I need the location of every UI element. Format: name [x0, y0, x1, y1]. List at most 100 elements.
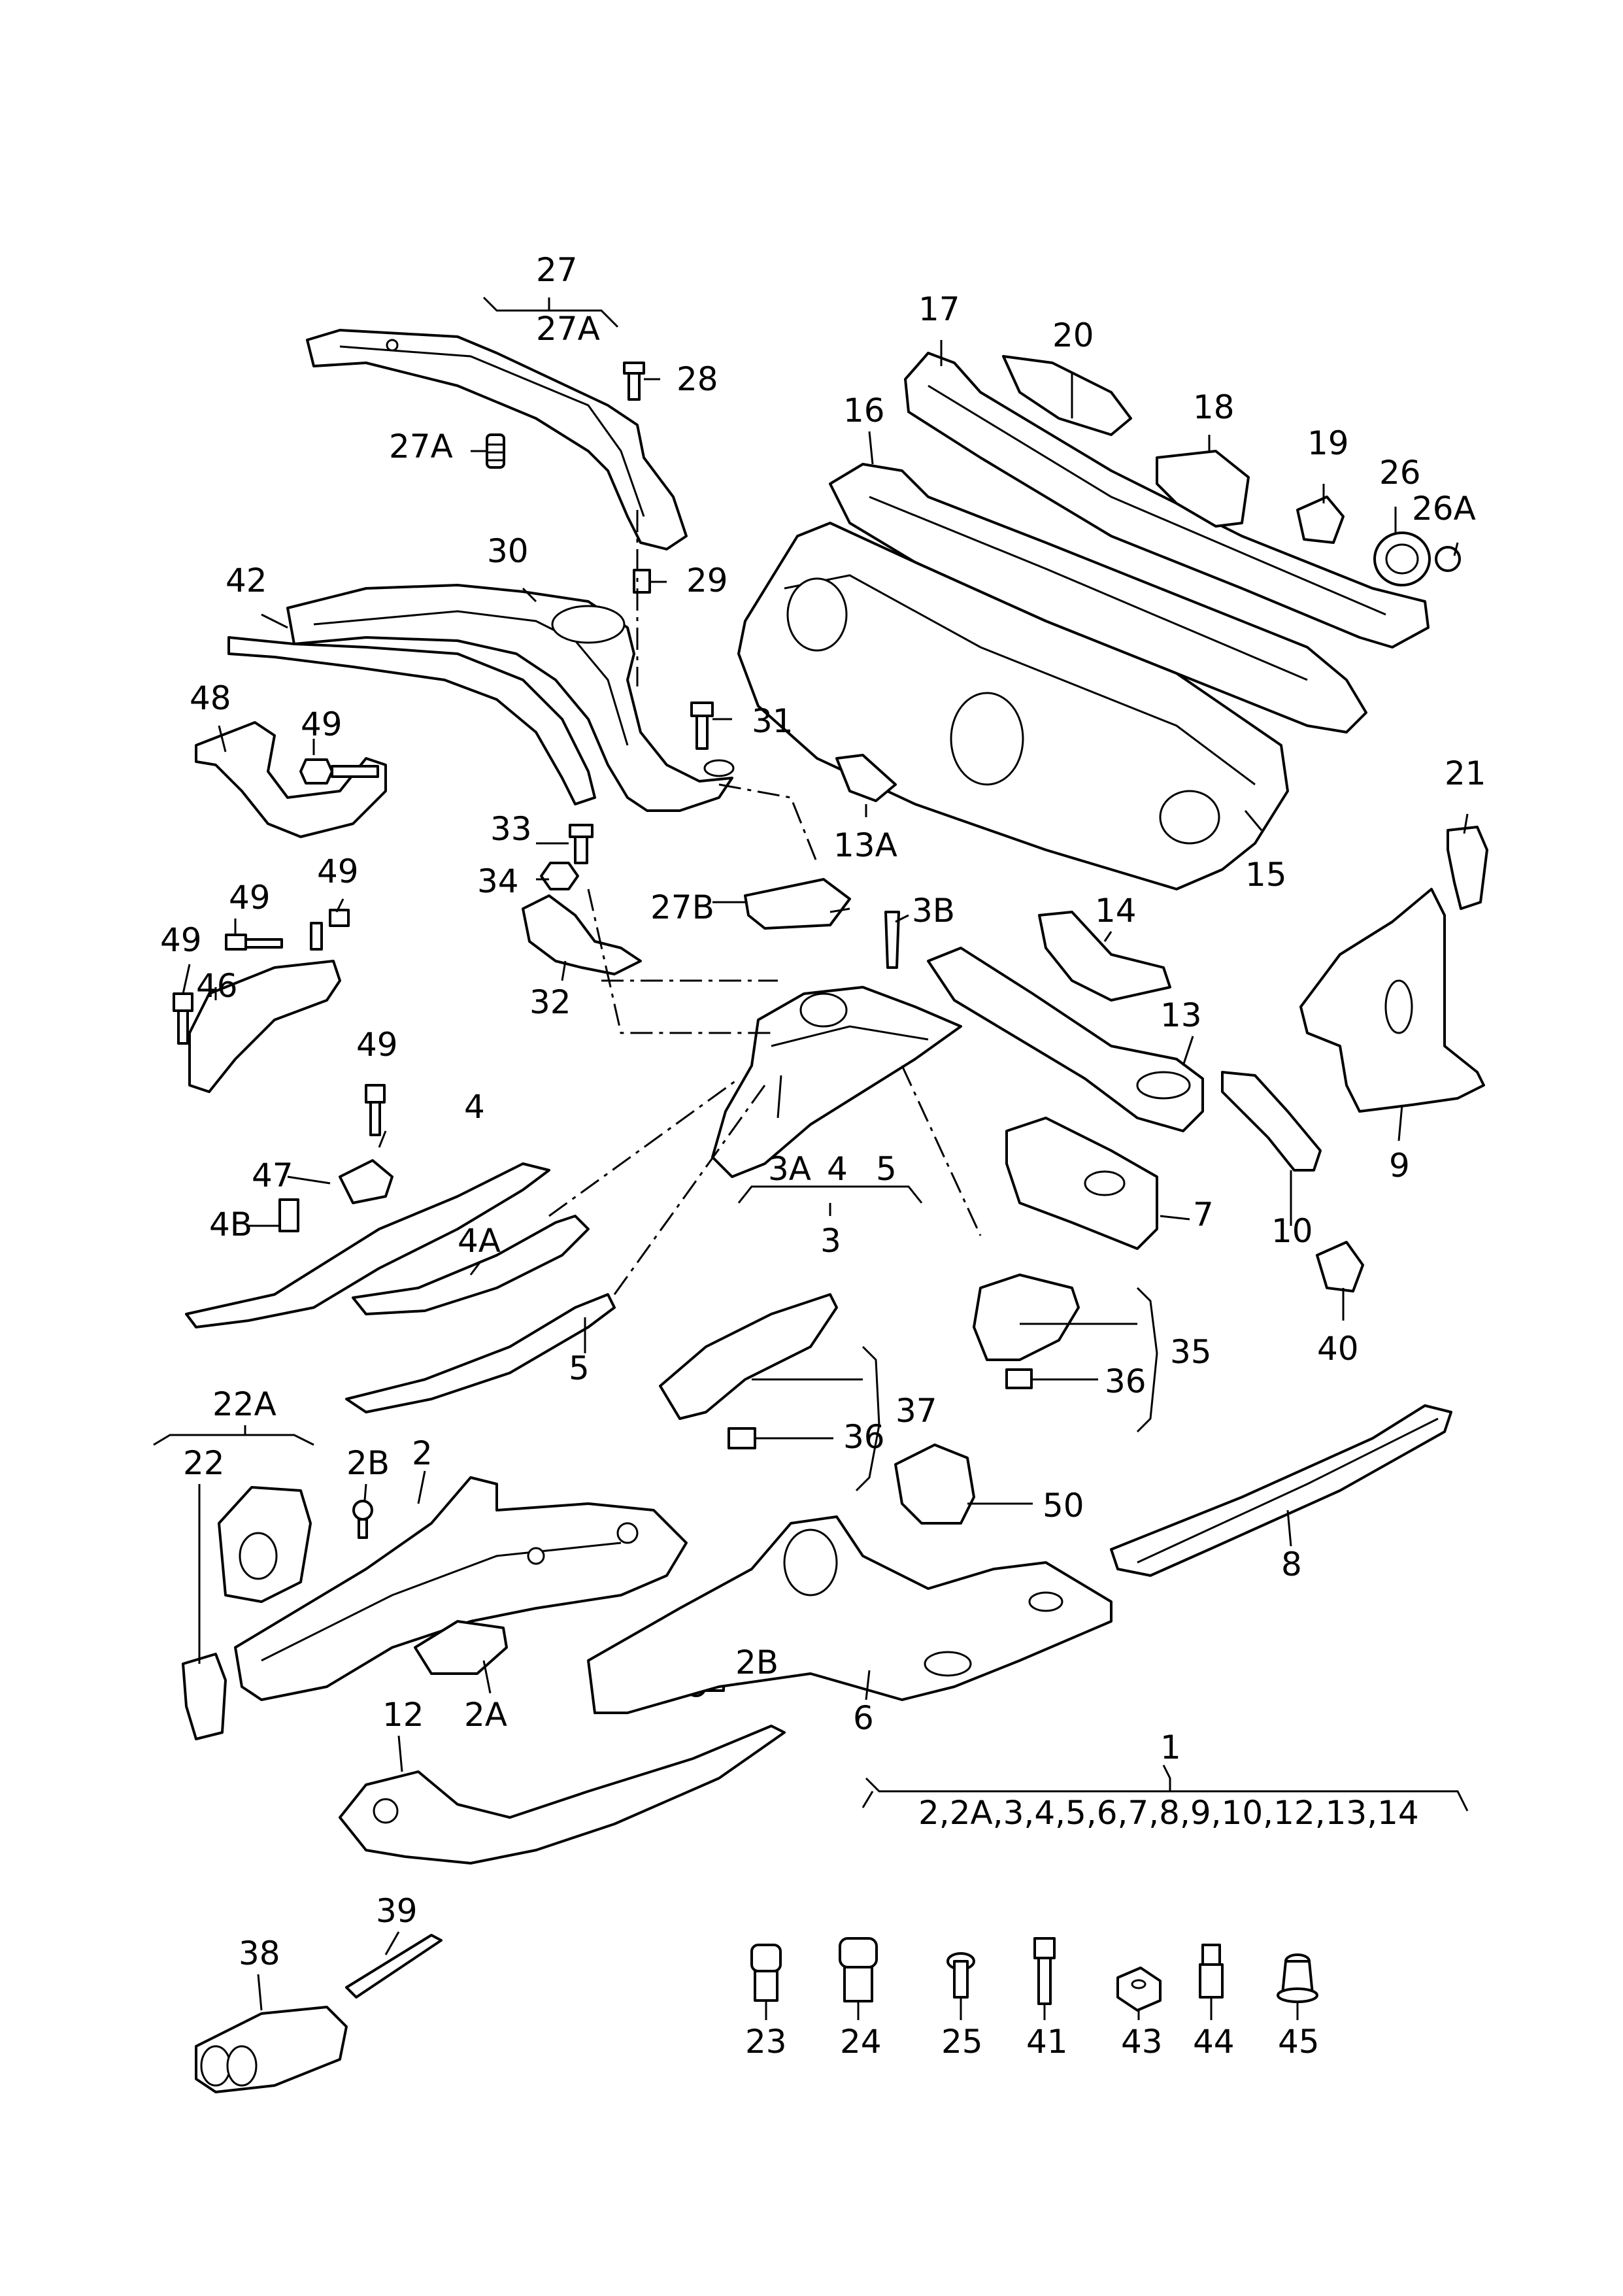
callout-49-d: 49 [160, 921, 202, 959]
callout-21: 21 [1445, 754, 1486, 792]
callout-45: 45 [1278, 2023, 1320, 2061]
callout-35: 35 [1170, 1333, 1212, 1371]
part-24-fastener [839, 1937, 878, 2002]
callout-2B-a: 2B [346, 1444, 390, 1482]
part-5-rail [345, 1293, 616, 1413]
callout-39: 39 [376, 1892, 418, 1930]
part-15-bulkhead [737, 522, 1289, 890]
callout-38: 38 [239, 1934, 280, 1972]
part-10-reinforcement [1221, 1071, 1322, 1172]
callout-22: 22 [183, 1444, 225, 1482]
callout-5: 5 [569, 1349, 590, 1387]
callout-33: 33 [490, 810, 532, 848]
callout-27A-top: 27A [536, 310, 600, 348]
callout-27B: 27B [650, 888, 714, 926]
callout-6: 6 [853, 1699, 874, 1737]
callout-16: 16 [843, 392, 885, 430]
callout-40: 40 [1317, 1330, 1359, 1368]
callout-32: 32 [529, 983, 571, 1021]
callout-27: 27 [536, 251, 578, 289]
callout-4: 4 [464, 1088, 485, 1126]
callout-14: 14 [1095, 892, 1137, 930]
callout-9: 9 [1389, 1147, 1410, 1185]
callout-13A: 13A [833, 826, 897, 864]
part-32-bracket [522, 894, 642, 975]
part-8-crossmember [1110, 1404, 1452, 1577]
callout-7: 7 [1193, 1196, 1214, 1234]
part-30-wheelhouse-arch [286, 584, 733, 812]
part-2B-rivet-a [352, 1500, 373, 1539]
part-35-bracket [973, 1274, 1080, 1361]
part-28-bolt [623, 362, 645, 401]
callout-20: 20 [1052, 316, 1094, 354]
part-48-bracket [195, 721, 387, 838]
callout-41: 41 [1026, 2023, 1068, 2061]
callout-3-4: 4 [827, 1150, 848, 1188]
part-27B-plate [744, 878, 851, 930]
part-49-bolts-group [173, 909, 386, 1136]
part-26A-nut [1435, 546, 1461, 572]
callout-49-a: 49 [301, 705, 343, 743]
callout-15: 15 [1245, 856, 1287, 894]
part-4A-rail [352, 1215, 590, 1315]
callout-18: 18 [1193, 388, 1235, 426]
callout-28: 28 [677, 360, 718, 398]
part-22A-bracket [218, 1486, 312, 1603]
part-40-clip [1316, 1241, 1364, 1292]
part-47-bracket [339, 1159, 393, 1204]
part-27A-spring-clip [486, 433, 505, 469]
callout-2B-b: 2B [735, 1644, 778, 1681]
part-14-panel [1038, 911, 1171, 1002]
callout-49-e: 49 [356, 1026, 398, 1064]
callout-4A: 4A [458, 1222, 501, 1260]
callout-3: 3 [820, 1222, 841, 1260]
part-26-grommet [1373, 532, 1431, 586]
callout-48: 48 [190, 679, 231, 717]
callout-26: 26 [1379, 454, 1421, 492]
part-41-bolt [1033, 1937, 1056, 2005]
callout-36-b: 36 [843, 1418, 885, 1456]
part-44-rivet-nut [1199, 1944, 1224, 1999]
part-34-nut [540, 862, 579, 890]
part-25-screw [946, 1952, 975, 1999]
callout-27A: 27A [389, 428, 453, 465]
part-18-bracket [1156, 450, 1250, 528]
callout-37: 37 [895, 1392, 937, 1430]
part-38-cartridge [195, 2006, 348, 2093]
callout-43: 43 [1121, 2023, 1163, 2061]
callout-23: 23 [745, 2023, 787, 2061]
callout-4B: 4B [209, 1206, 252, 1243]
part-4B-spacer [278, 1198, 299, 1232]
part-4-rail [185, 1162, 550, 1328]
callout-25: 25 [941, 2023, 983, 2061]
part-20-bracket [1002, 355, 1132, 436]
part-7-support [1005, 1117, 1158, 1250]
callout-24: 24 [840, 2023, 882, 2061]
dash-dot-connectors [548, 510, 982, 1295]
part-50-bracket [894, 1443, 975, 1525]
part-22-plate [182, 1653, 227, 1740]
callout-49-c: 49 [317, 853, 359, 890]
callout-50: 50 [1043, 1487, 1084, 1525]
callout-8: 8 [1281, 1545, 1302, 1583]
callout-26A: 26A [1412, 490, 1476, 528]
callout-1-list: 2,2A,3,4,5,6,7,8,9,10,12,13,14 [918, 1794, 1419, 1832]
callout-47: 47 [252, 1156, 293, 1194]
callout-49-b: 49 [229, 879, 271, 917]
callout-22A: 22A [212, 1385, 276, 1423]
part-36-clip-b [728, 1427, 756, 1449]
part-13A-pad [835, 754, 897, 802]
part-46-bracket [188, 960, 341, 1093]
callout-29: 29 [686, 562, 728, 599]
callout-30: 30 [487, 532, 529, 570]
part-31-screw [690, 701, 735, 777]
leader-lines [153, 296, 1469, 2020]
part-17-plenum-cover [904, 352, 1430, 649]
callout-42: 42 [226, 562, 267, 599]
part-43-square-nut [1116, 1967, 1162, 2012]
callout-46: 46 [196, 967, 238, 1005]
part-21-bracket [1447, 826, 1488, 910]
callout-3A: 3A [768, 1150, 811, 1188]
callout-2: 2 [412, 1434, 433, 1472]
